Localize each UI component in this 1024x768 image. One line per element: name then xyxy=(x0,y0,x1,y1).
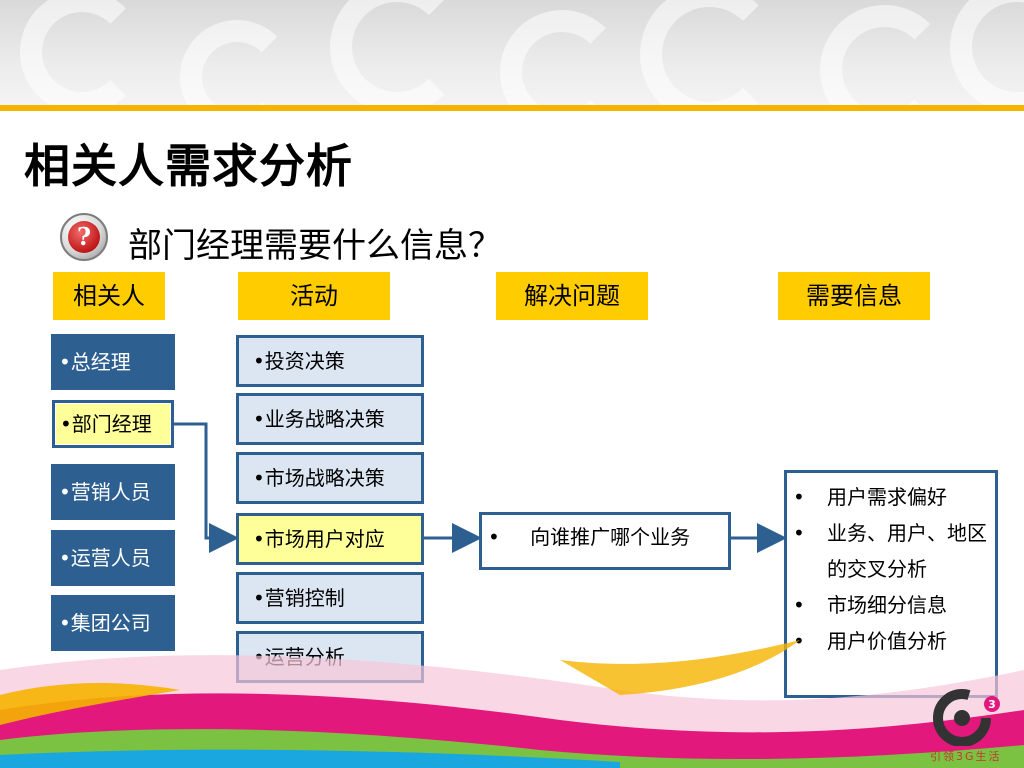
needed-info-box: • 用户需求偏好 • 业务、用户、地区的交叉分析 • 市场细分信息 • 用户价值… xyxy=(784,470,998,698)
slide-subtitle: 部门经理需要什么信息？ xyxy=(128,226,502,266)
bottom-wave-decoration xyxy=(0,640,1024,768)
activity-box: •市场战略决策 xyxy=(236,452,424,504)
list-text: 用户需求偏好 xyxy=(827,485,947,509)
problem-text: 向谁推广哪个业务 xyxy=(530,525,691,549)
stakeholder-box: •营销人员 xyxy=(51,464,175,520)
stakeholder-box: •运营人员 xyxy=(51,530,175,586)
list-text: 用户价值分析 xyxy=(827,629,947,653)
question-icon: ? xyxy=(60,213,108,261)
header-background xyxy=(0,0,1024,108)
list-item: • 用户价值分析 xyxy=(793,623,991,659)
header-needed-info: 需要信息 xyxy=(778,272,930,320)
list-text: 市场细分信息 xyxy=(827,593,947,617)
header-problems: 解决问题 xyxy=(496,272,648,320)
stakeholder-box: •总经理 xyxy=(51,334,175,390)
slide-title: 相关人需求分析 xyxy=(24,139,353,193)
title-divider xyxy=(0,105,1024,111)
stakeholder-box: •集团公司 xyxy=(51,595,175,651)
activity-box: •业务战略决策 xyxy=(236,393,424,445)
list-text: 业务、用户、地区的交叉分析 xyxy=(827,521,987,581)
svg-text:3: 3 xyxy=(988,698,996,711)
list-bullet: • xyxy=(793,485,805,509)
logo-slogan: 引领3G生活 xyxy=(930,750,1002,763)
stakeholder-box-highlighted: •部门经理 xyxy=(52,400,174,448)
list-item: • 市场细分信息 xyxy=(793,587,991,623)
problem-bullet: • xyxy=(488,525,500,549)
arrow-stakeholder-to-activity xyxy=(174,422,239,553)
list-bullet: • xyxy=(793,629,805,653)
list-bullet: • xyxy=(793,521,805,545)
activity-box-highlighted: •市场用户对应 xyxy=(236,513,424,565)
list-item: • 业务、用户、地区的交叉分析 xyxy=(793,515,991,587)
swirl-decoration xyxy=(20,0,144,108)
list-bullet: • xyxy=(793,593,805,617)
list-item: • 用户需求偏好 xyxy=(793,479,991,515)
question-glyph: ? xyxy=(68,221,100,253)
header-stakeholders: 相关人 xyxy=(53,272,165,320)
activity-box: •营销控制 xyxy=(236,572,424,624)
activity-box: •投资决策 xyxy=(236,335,424,387)
g3-logo-icon: 3 xyxy=(933,689,1000,746)
header-activities: 活动 xyxy=(238,272,390,320)
problem-box: • 向谁推广哪个业务 xyxy=(479,512,731,570)
